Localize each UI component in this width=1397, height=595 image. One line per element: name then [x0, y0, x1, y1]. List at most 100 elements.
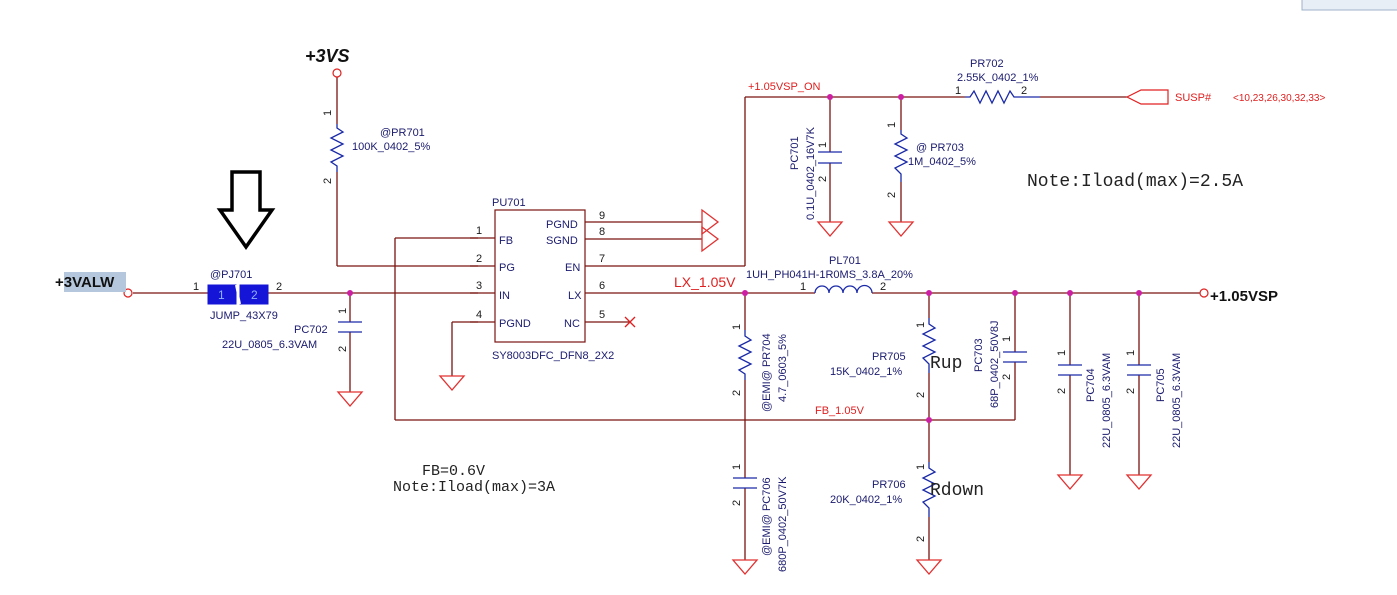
capacitor-pc706[interactable] — [733, 477, 757, 489]
resistor-pr703[interactable] — [893, 130, 909, 182]
ic-pin-name-in: IN — [499, 290, 510, 302]
window-corner — [1301, 0, 1397, 11]
pr703-value: 1M_0402_5% — [908, 156, 976, 168]
pc702-ref: PC702 — [294, 324, 328, 336]
pc705-value: 22U_0805_6.3VAM — [1171, 353, 1183, 448]
pc703-pin1: 1 — [1001, 336, 1013, 342]
pc706-pin1: 1 — [731, 464, 743, 470]
pc701-pin2: 2 — [817, 176, 829, 182]
pc705-pin2: 2 — [1125, 388, 1137, 394]
pl701-pin1: 1 — [800, 281, 806, 293]
ic-pin-num-7: 7 — [599, 253, 605, 265]
pc704-ref: PC704 — [1085, 368, 1097, 402]
ic-pin-num-6: 6 — [599, 280, 605, 292]
pc703-pin2: 2 — [1001, 374, 1013, 380]
pc701-ref: PC701 — [789, 136, 801, 170]
ic-pin-name-fb: FB — [499, 235, 513, 247]
pc701-value: 0.1U_0402_16V7K — [805, 126, 817, 220]
net-fb: FB_1.05V — [815, 405, 865, 417]
net-3vs: +3VS — [305, 46, 350, 66]
pr706-value: 20K_0402_1% — [830, 494, 902, 506]
ic-pin-num-1: 1 — [476, 225, 482, 237]
pr704-value: 4.7_0603_5% — [777, 334, 789, 402]
note-iload-3: Note:Iload(max)=3A — [393, 479, 555, 496]
ic-body-pu701[interactable] — [494, 209, 586, 343]
pr706-pin1: 1 — [915, 464, 927, 470]
ic-pin-stubs — [470, 237, 495, 323]
capacitor-pc704[interactable] — [1058, 364, 1082, 376]
note-iload-25: Note:Iload(max)=2.5A — [1027, 172, 1243, 192]
terminal-3vs[interactable] — [332, 68, 342, 78]
pr706-ref: PR706 — [872, 479, 906, 491]
ic-pin-num-2: 2 — [476, 253, 482, 265]
note-rdown: Rdown — [930, 481, 984, 501]
pc702-pin2: 2 — [337, 346, 349, 352]
capacitor-pc705[interactable] — [1127, 364, 1151, 376]
pc704-pin1: 1 — [1056, 350, 1068, 356]
pc704-pin2: 2 — [1056, 388, 1068, 394]
capacitor-pc703[interactable] — [1003, 351, 1027, 363]
ic-pin-num-3: 3 — [476, 280, 482, 292]
ic-pin-name-pgnd-right: PGND — [546, 219, 578, 231]
nc-x-mark — [624, 316, 636, 328]
susp-offpage-connector[interactable] — [1125, 89, 1169, 105]
pc702-pin1: 1 — [337, 308, 349, 314]
net-susp: SUSP# — [1175, 92, 1212, 104]
ic-pin-name-lx: LX — [568, 290, 582, 302]
pl701-pin2: 2 — [880, 281, 886, 293]
pr702-value: 2.55K_0402_1% — [957, 72, 1039, 84]
pc703-ref: PC703 — [973, 338, 985, 372]
pr701-value: 100K_0402_5% — [352, 141, 431, 153]
ic-pin-name-sgnd: SGND — [546, 235, 578, 247]
pr701-ref: @PR701 — [380, 127, 425, 139]
net-vsp-on: +1.05VSP_ON — [748, 81, 821, 93]
pj701-pin2: 2 — [276, 281, 282, 293]
note-rup: Rup — [930, 354, 962, 374]
pc702-value: 22U_0805_6.3VAM — [222, 339, 317, 351]
ic-pin-num-8: 8 — [599, 226, 605, 238]
pr705-pin1: 1 — [915, 322, 927, 328]
pr702-pin2: 2 — [1021, 85, 1027, 97]
jumper-pj701[interactable] — [207, 284, 269, 305]
pr702-pin1: 1 — [955, 85, 961, 97]
pr701-pin1: 1 — [322, 110, 334, 116]
pc706-pin2: 2 — [731, 500, 743, 506]
pr702-ref: PR702 — [970, 58, 1004, 70]
net-lx: LX_1.05V — [674, 274, 736, 290]
pj701-pin1: 1 — [193, 281, 199, 293]
pl701-value: 1UH_PH041H-1R0MS_3.8A_20% — [746, 269, 913, 281]
pr704-ref: @EMI@ PR704 — [761, 333, 773, 412]
ic-pin-name-nc: NC — [564, 318, 580, 330]
note-fb-eq: FB=0.6V — [422, 463, 485, 480]
ic-pin-name-en: EN — [565, 262, 580, 274]
resistor-pr702[interactable] — [965, 89, 1040, 105]
ic-pin-name-pg: PG — [499, 262, 515, 274]
pr701-pin2: 2 — [322, 178, 334, 184]
pr703-ref: @ PR703 — [916, 142, 964, 154]
resistor-pr706[interactable] — [921, 462, 937, 517]
junction-dots — [347, 94, 1142, 423]
ground-symbols — [336, 208, 1153, 575]
resistor-pr705[interactable] — [921, 318, 937, 373]
down-arrow-icon — [216, 170, 276, 251]
pr705-ref: PR705 — [872, 351, 906, 363]
resistor-pr701[interactable] — [329, 124, 345, 172]
pj701-ref: @PJ701 — [210, 269, 252, 281]
ic-pin-name-pgnd-left: PGND — [499, 318, 531, 330]
net-susp-refs: <10,23,26,30,32,33> — [1233, 93, 1325, 104]
capacitor-pc702[interactable] — [338, 321, 362, 333]
pc701-pin1: 1 — [817, 142, 829, 148]
pc705-ref: PC705 — [1155, 368, 1167, 402]
pj701-value: JUMP_43X79 — [210, 310, 278, 322]
pc706-value: 680P_0402_50V7K — [777, 476, 789, 572]
terminal-1-05vsp[interactable] — [1199, 288, 1209, 298]
ic-part: SY8003DFC_DFN8_2X2 — [492, 350, 614, 362]
pr705-pin2: 2 — [915, 392, 927, 398]
capacitor-pc701[interactable] — [818, 151, 842, 164]
resistor-pr704[interactable] — [737, 330, 753, 380]
net-3valw: +3VALW — [55, 274, 115, 291]
pr705-value: 15K_0402_1% — [830, 366, 902, 378]
ic-pin-num-9: 9 — [599, 210, 605, 222]
inductor-pl701[interactable] — [814, 284, 873, 294]
ic-pin-num-5: 5 — [599, 309, 605, 321]
